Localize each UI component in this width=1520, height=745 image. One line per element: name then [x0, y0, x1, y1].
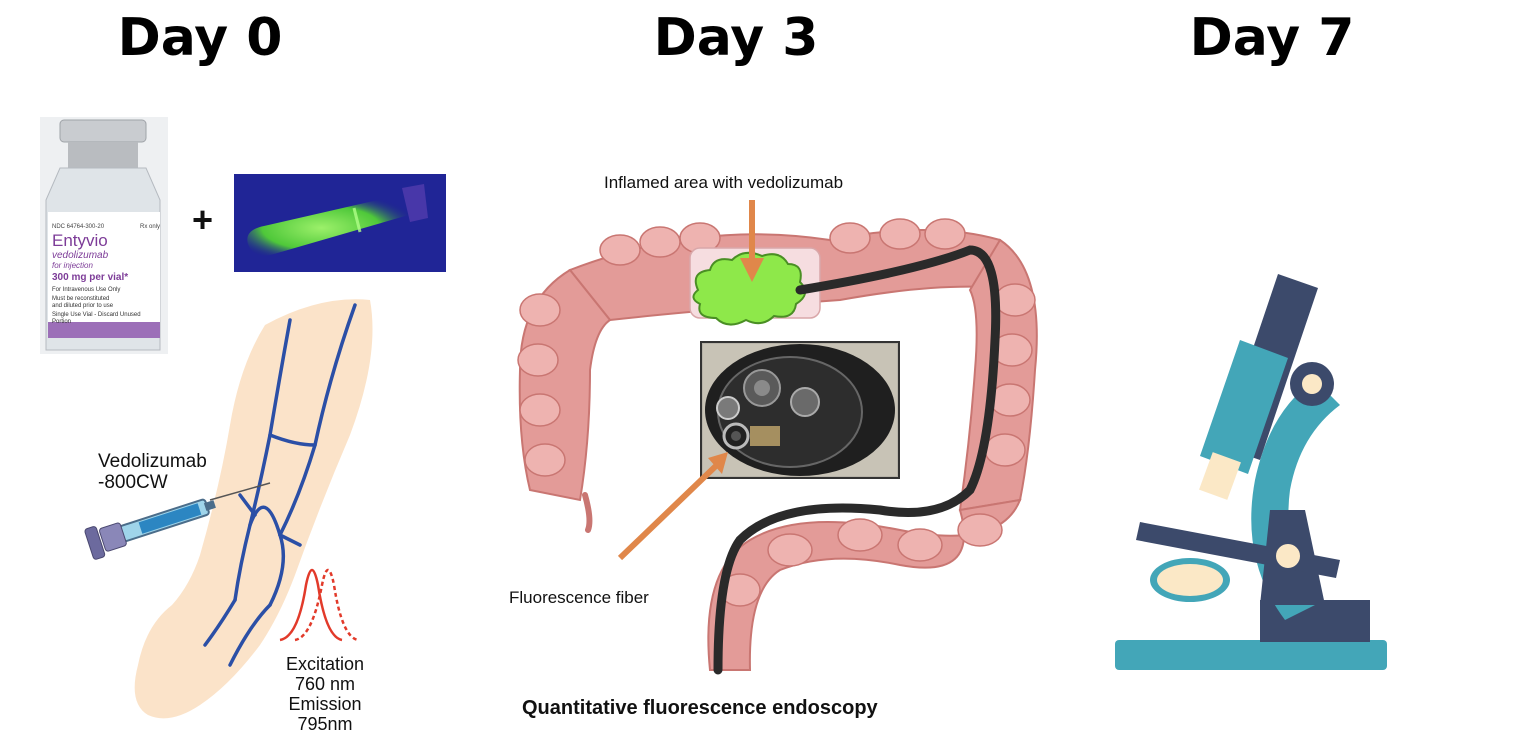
- emission-text: Emission: [288, 694, 362, 714]
- quantitative-fluorescence-endoscopy-caption: Quantitative fluorescence endoscopy: [522, 697, 878, 719]
- vedolizumab-label-line-2: -800CW: [98, 472, 168, 493]
- vedolizumab-label-line-1: Vedolizumab: [98, 451, 207, 472]
- vial-rx: Rx only: [140, 224, 160, 230]
- vial-route: For Intravenous Use Only: [52, 287, 120, 293]
- colon-endoscopy-illustration: [517, 200, 1038, 675]
- vial-for-injection: for injection: [52, 261, 93, 270]
- emission-wavelength: 795nm: [297, 714, 353, 734]
- fluorescence-spectrum-icon: [279, 568, 359, 642]
- excitation-wavelength: 760 nm: [294, 674, 356, 694]
- day-0-title: Day 0: [117, 8, 283, 68]
- day-7-title: Day 7: [1189, 8, 1355, 68]
- fluorescent-tube-image: [234, 174, 446, 272]
- vial-generic: vedolizumab: [52, 250, 109, 261]
- vedolizumab-label: Vedolizumab -800CW: [98, 451, 207, 493]
- fiber-arrow-icon: [617, 452, 728, 561]
- vial-reconstitute-1: Must be reconstituted: [52, 296, 109, 302]
- vial-single-use-2: Portion: [52, 319, 71, 325]
- endoscope-cable: [713, 245, 1001, 675]
- excitation-text: Excitation: [285, 654, 365, 674]
- vial-ndc: NDC 64764-300-20: [52, 224, 105, 230]
- excitation-emission-label: Excitation 760 nm Emission 795nm: [262, 654, 388, 734]
- entyvio-vial-image: NDC 64764-300-20 Rx only Entyvio vedoliz…: [40, 117, 168, 354]
- vial-brand: Entyvio: [52, 231, 108, 250]
- vial-reconstitute-2: and diluted prior to use: [52, 303, 114, 309]
- microscope-icon: [1115, 274, 1387, 670]
- endoscope-tip-photo: [700, 341, 900, 479]
- inflamed-area-label: Inflamed area with vedolizumab: [604, 173, 844, 192]
- arm-injection-illustration: [84, 299, 373, 719]
- day-3-title: Day 3: [653, 8, 819, 68]
- syringe-icon: [84, 482, 271, 560]
- fluorescence-fiber-label: Fluorescence fiber: [509, 588, 649, 607]
- inflamed-arrow-icon: [740, 200, 764, 282]
- vial-single-use-1: Single Use Vial - Discard Unused: [52, 312, 141, 318]
- plus-sign: +: [192, 199, 214, 240]
- vial-dose: 300 mg per vial*: [52, 272, 128, 283]
